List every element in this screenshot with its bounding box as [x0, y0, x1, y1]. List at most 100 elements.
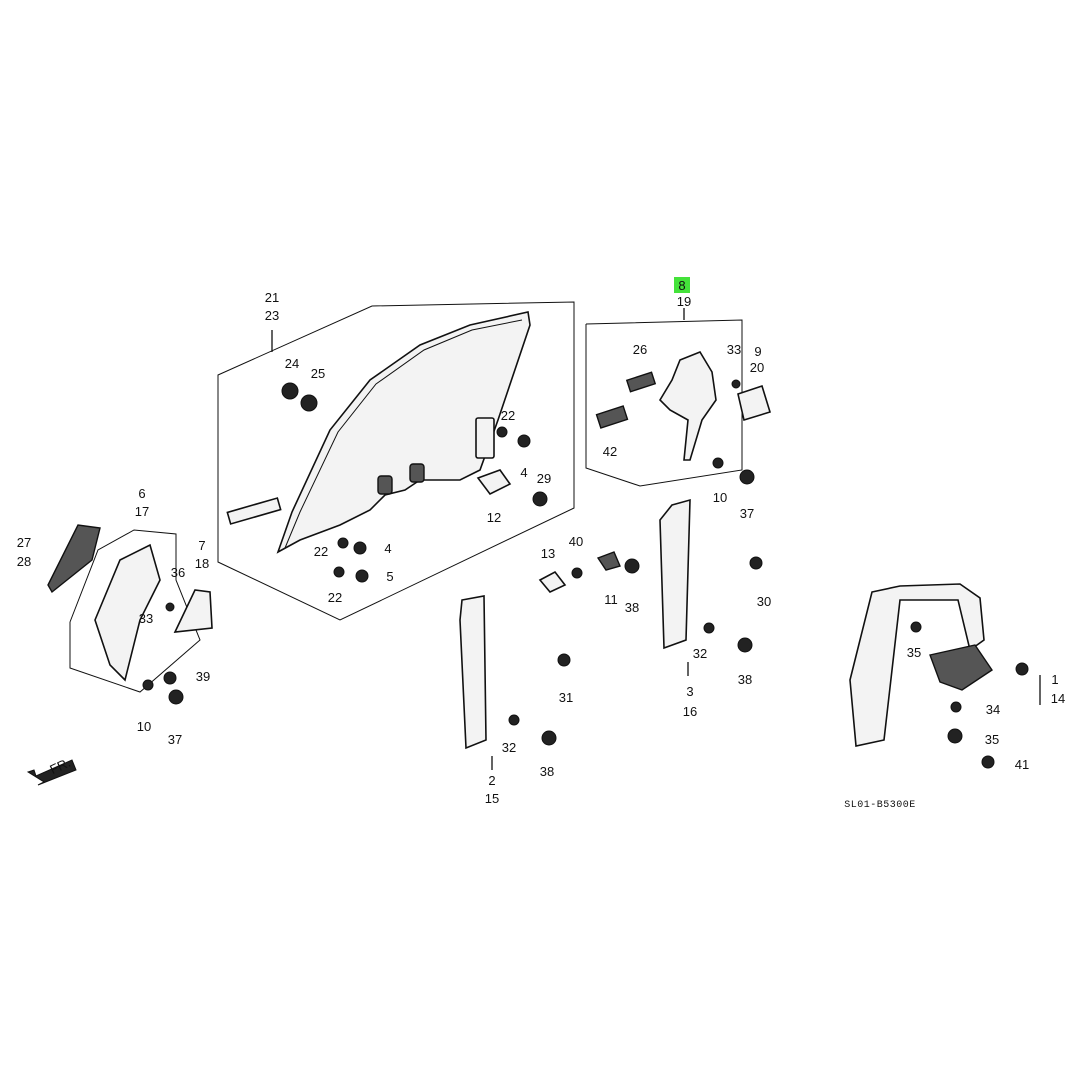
bolt-11	[596, 551, 621, 571]
callout-10: 10	[137, 719, 151, 734]
callout-42: 42	[603, 444, 617, 459]
nut-35b	[947, 728, 963, 744]
clip-13	[538, 570, 567, 593]
callout-26: 26	[633, 342, 647, 357]
nut-29	[532, 491, 548, 507]
bracket-6	[94, 543, 161, 682]
nut-34	[950, 701, 962, 713]
callout-33: 33	[139, 611, 153, 626]
callout-37: 37	[168, 732, 182, 747]
pad-42	[595, 405, 629, 429]
piece-7	[173, 589, 213, 633]
bolt-32a	[703, 622, 715, 634]
cover-9	[737, 384, 771, 422]
bolt-10b	[142, 679, 154, 691]
callout-28: 28	[17, 554, 31, 569]
callout-16: 16	[683, 704, 697, 719]
callout-12: 12	[487, 510, 501, 525]
bolt-35a	[910, 621, 922, 633]
callout-32: 32	[502, 740, 516, 755]
bolt-32b	[508, 714, 520, 726]
nut-22b	[337, 537, 349, 549]
bolt-25	[300, 394, 318, 412]
bolt-36	[165, 602, 175, 612]
callout-22: 22	[501, 408, 515, 423]
bolt-33a	[731, 379, 741, 389]
nut-4a	[517, 434, 531, 448]
part-highlight	[674, 277, 690, 293]
nut-5	[355, 569, 369, 583]
pad-26	[625, 371, 657, 393]
motor	[929, 644, 993, 691]
callout-33: 33	[727, 342, 741, 357]
callout-23: 23	[265, 308, 279, 323]
direction-label: FR.	[47, 755, 72, 777]
glass-holder-left	[377, 475, 393, 495]
nut-38c	[541, 730, 557, 746]
bolt-10a	[712, 457, 724, 469]
callout-2: 2	[488, 773, 495, 788]
regulator-arm	[658, 351, 717, 461]
callout-17: 17	[135, 504, 149, 519]
callout-38: 38	[738, 672, 752, 687]
callout-34: 34	[986, 702, 1000, 717]
callout-4: 4	[384, 541, 391, 556]
callout-21: 21	[265, 290, 279, 305]
bolt-30	[749, 556, 763, 570]
motor-regulator-group	[849, 583, 1041, 769]
callout-3: 3	[686, 684, 693, 699]
callout-32: 32	[693, 646, 707, 661]
nut-22c	[333, 566, 345, 578]
glass-bottom-channel	[226, 497, 282, 525]
callout-19: 19	[677, 294, 691, 309]
nut-38a	[624, 558, 640, 574]
callout-30: 30	[757, 594, 771, 609]
callout-29: 29	[537, 471, 551, 486]
callout-10: 10	[713, 490, 727, 505]
callout-14: 14	[1051, 691, 1065, 706]
callout-41: 41	[1015, 757, 1029, 772]
nut-38b	[737, 637, 753, 653]
callout-24: 24	[285, 356, 299, 371]
clip-40	[571, 567, 583, 579]
nut-37a	[739, 469, 755, 485]
callout-22: 22	[314, 544, 328, 559]
nut-4b	[353, 541, 367, 555]
callout-5: 5	[386, 569, 393, 584]
callout-7: 7	[198, 538, 205, 553]
callout-39: 39	[196, 669, 210, 684]
callout-35: 35	[907, 645, 921, 660]
callout-labels: 21 23 24 25 22 4 29 12 22 4 5 22 8 19 26…	[17, 278, 1065, 811]
callout-13: 13	[541, 546, 555, 561]
left-trim-group	[47, 524, 213, 705]
trim-27	[47, 524, 101, 594]
callout-27: 27	[17, 535, 31, 550]
callout-11: 11	[604, 592, 618, 607]
callout-18: 18	[195, 556, 209, 571]
nut-39	[163, 671, 177, 685]
callout-9: 9	[754, 344, 761, 359]
nut-37b	[168, 689, 184, 705]
regulator-group	[585, 277, 771, 487]
centre-parts-group	[508, 551, 763, 746]
callout-37: 37	[740, 506, 754, 521]
callout-4: 4	[520, 465, 527, 480]
callout-6: 6	[138, 486, 145, 501]
glass-slider	[475, 417, 495, 459]
rear-channel	[459, 595, 493, 770]
callout-35: 35	[985, 732, 999, 747]
callout-20: 20	[750, 360, 764, 375]
glass-holder-right	[409, 463, 425, 483]
front-channel	[659, 498, 691, 676]
roller-guide-12	[476, 469, 512, 496]
callout-31: 31	[559, 690, 573, 705]
callout-38: 38	[625, 600, 639, 615]
regulator-frame	[849, 583, 985, 747]
bolt-31	[557, 653, 571, 667]
callout-38: 38	[540, 764, 554, 779]
callout-15: 15	[485, 791, 499, 806]
callout-25: 25	[311, 366, 325, 381]
callout-40: 40	[569, 534, 583, 549]
bolt-24	[281, 382, 299, 400]
